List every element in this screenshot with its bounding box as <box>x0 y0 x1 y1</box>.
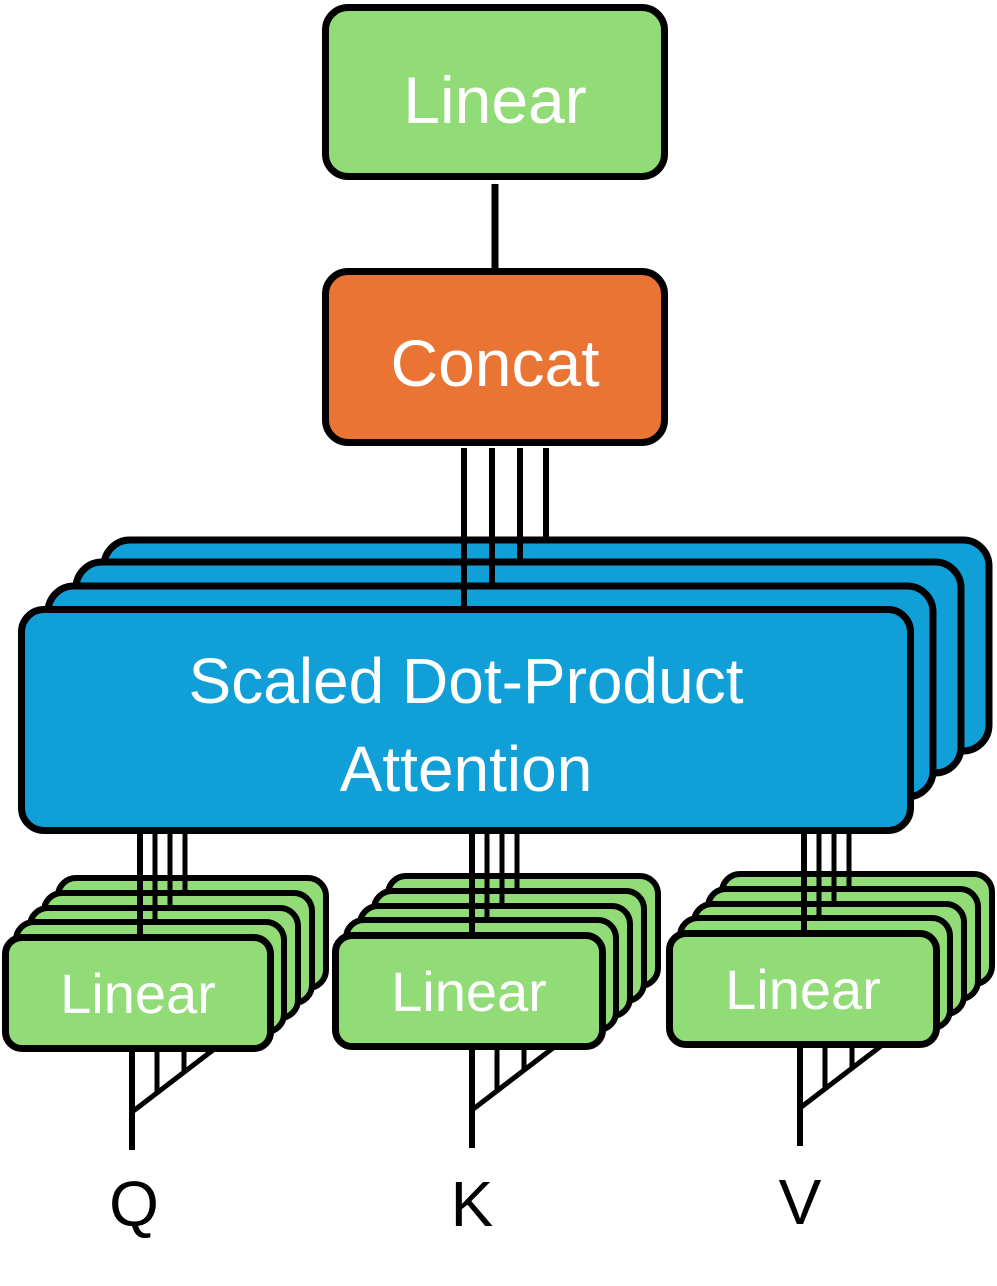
attention-block: Scaled Dot-Product Attention <box>18 606 914 834</box>
attention-label-line2: Attention <box>339 733 593 805</box>
arrows-attention-to-concat <box>461 447 549 606</box>
linear-k-block: Linear <box>332 932 606 1050</box>
attention-label-line1: Scaled Dot-Product <box>188 645 744 717</box>
linear-v-label: Linear <box>725 958 881 1021</box>
arrows-v-to-linear <box>797 1044 883 1146</box>
concat-label: Concat <box>390 326 600 400</box>
linear-k-label: Linear <box>391 960 547 1023</box>
output-linear-label: Linear <box>403 63 587 137</box>
linear-q-block: Linear <box>2 934 274 1052</box>
linear-q-label: Linear <box>60 962 216 1025</box>
concat-block: Concat <box>322 268 668 446</box>
input-q-label: Q <box>109 1168 159 1240</box>
arrows-linear-k-to-attention <box>469 832 520 932</box>
input-k-label: K <box>450 1168 494 1240</box>
linear-v-block: Linear <box>666 930 940 1048</box>
arrows-q-to-linear <box>129 1048 215 1150</box>
arrows-linear-v-to-attention <box>801 832 852 930</box>
arrows-k-to-linear <box>469 1046 555 1148</box>
arrows-linear-q-to-attention <box>137 832 188 934</box>
input-v-label: V <box>778 1166 822 1238</box>
output-linear-block: Linear <box>322 4 668 180</box>
